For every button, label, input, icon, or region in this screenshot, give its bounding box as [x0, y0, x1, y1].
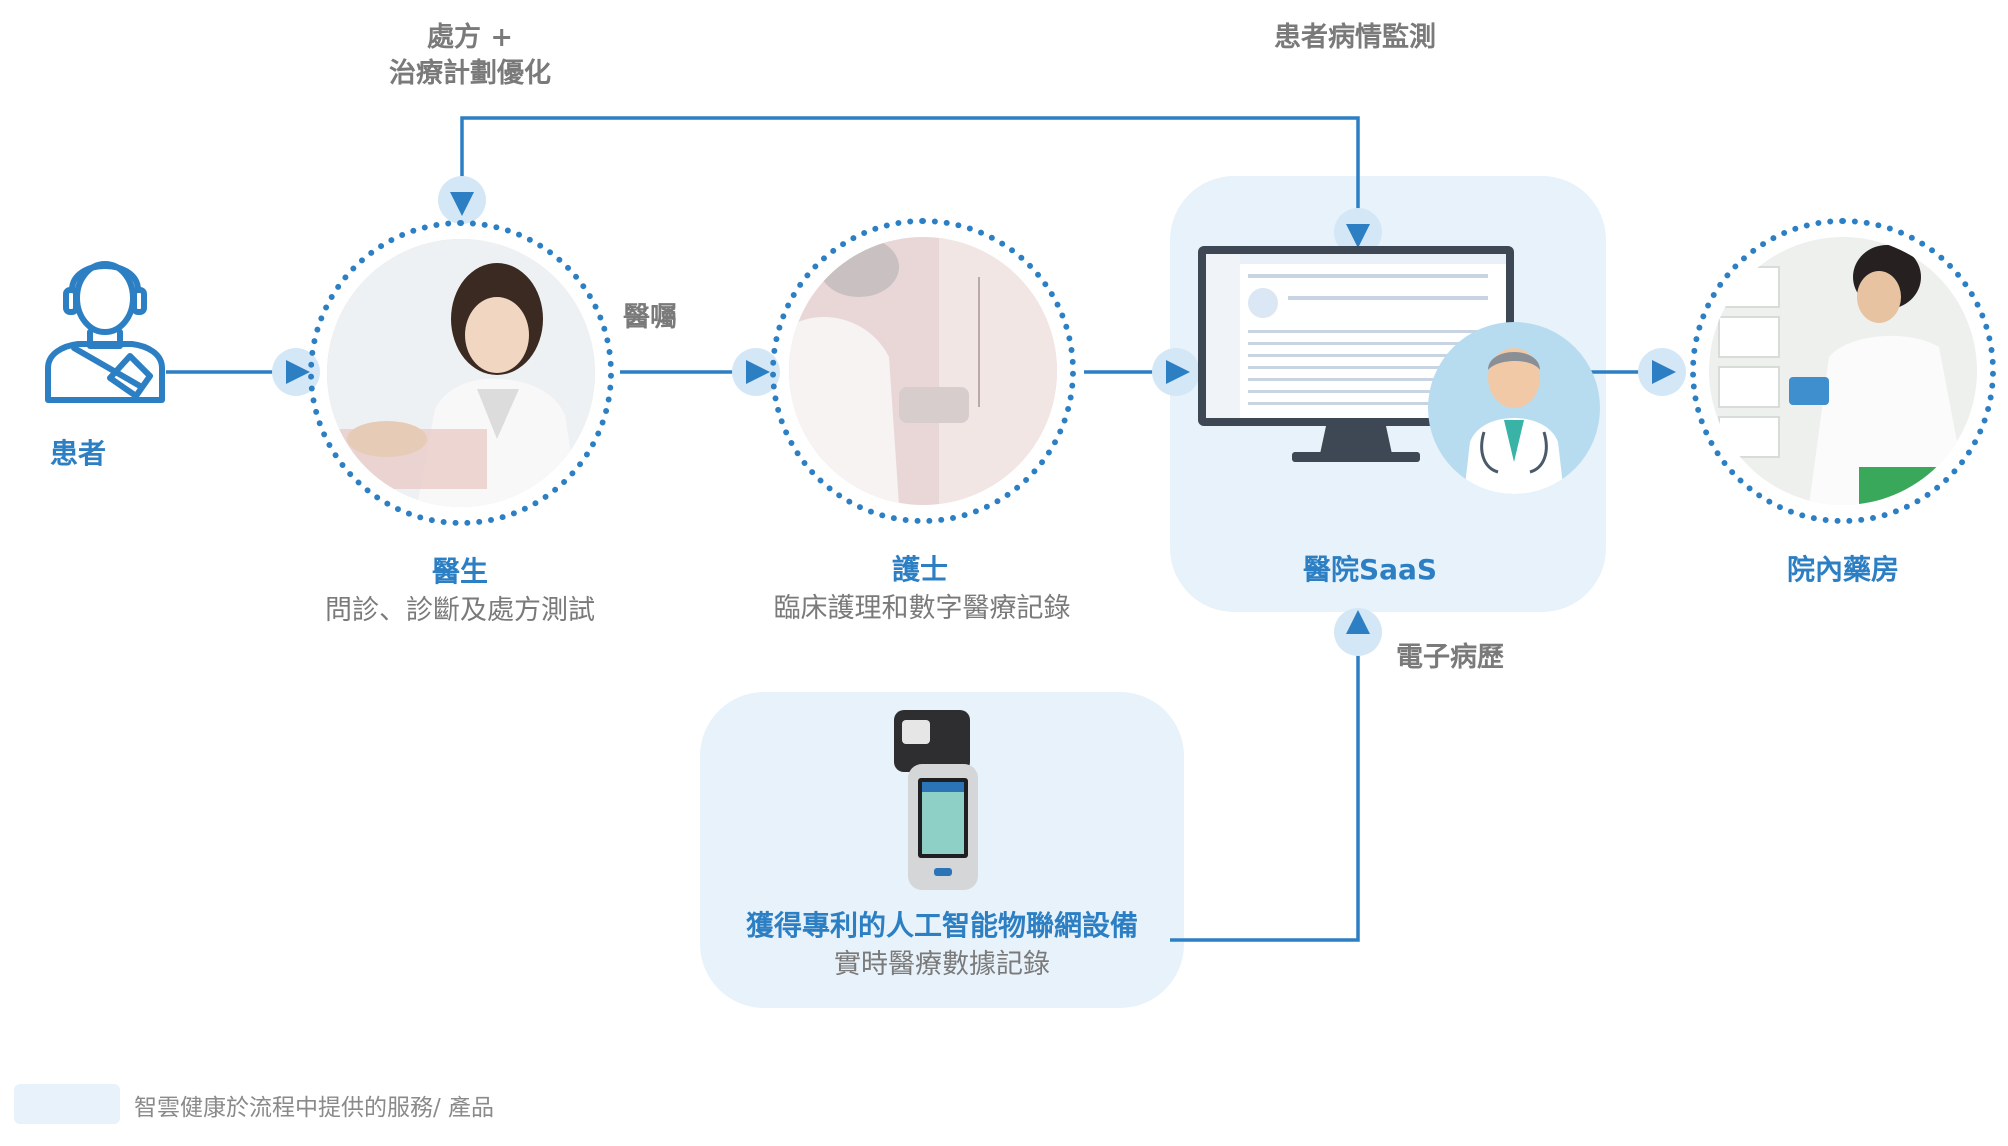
patient-label: 患者 [49, 437, 106, 470]
emr-label: 電子病歷 [1396, 642, 1504, 673]
nurse-label: 護士 [891, 553, 948, 586]
device-label: 獲得專利的人工智能物聯網設備 [745, 909, 1138, 942]
nurse-ring [770, 218, 1076, 524]
doctor-photo [327, 239, 595, 507]
prescription-label-line2: 治療計劃優化 [389, 58, 551, 89]
saas-label: 醫院SaaS [1302, 553, 1438, 586]
saas-doctor-avatar [1428, 322, 1600, 494]
pharmacy-label: 院內藥房 [1786, 553, 1899, 586]
patient-icon [45, 261, 165, 403]
nurse-photo [789, 237, 1057, 505]
iot-device-icon [894, 710, 978, 890]
legend-label: 智雲健康於流程中提供的服務/ 產品 [134, 1095, 495, 1121]
doctor-ring [308, 220, 614, 526]
legend-swatch [14, 1084, 120, 1124]
top-feedback-line [460, 116, 1360, 232]
nurse-subtitle: 臨床護理和數字醫療記錄 [773, 593, 1071, 624]
orders-label: 醫囑 [623, 302, 677, 333]
prescription-label: 處方 + 治療計劃優化 [360, 20, 580, 92]
doctor-label: 醫生 [431, 555, 488, 588]
doctor-subtitle: 問診、診斷及處方測試 [325, 595, 595, 626]
pharmacy-photo [1709, 237, 1977, 505]
device-to-saas-line [1170, 640, 1360, 942]
monitoring-label: 患者病情監測 [1274, 22, 1436, 53]
pharmacy-ring [1690, 218, 1996, 524]
device-subtitle: 實時醫療數據記錄 [834, 949, 1050, 980]
prescription-label-line1: 處方 + [426, 22, 514, 53]
